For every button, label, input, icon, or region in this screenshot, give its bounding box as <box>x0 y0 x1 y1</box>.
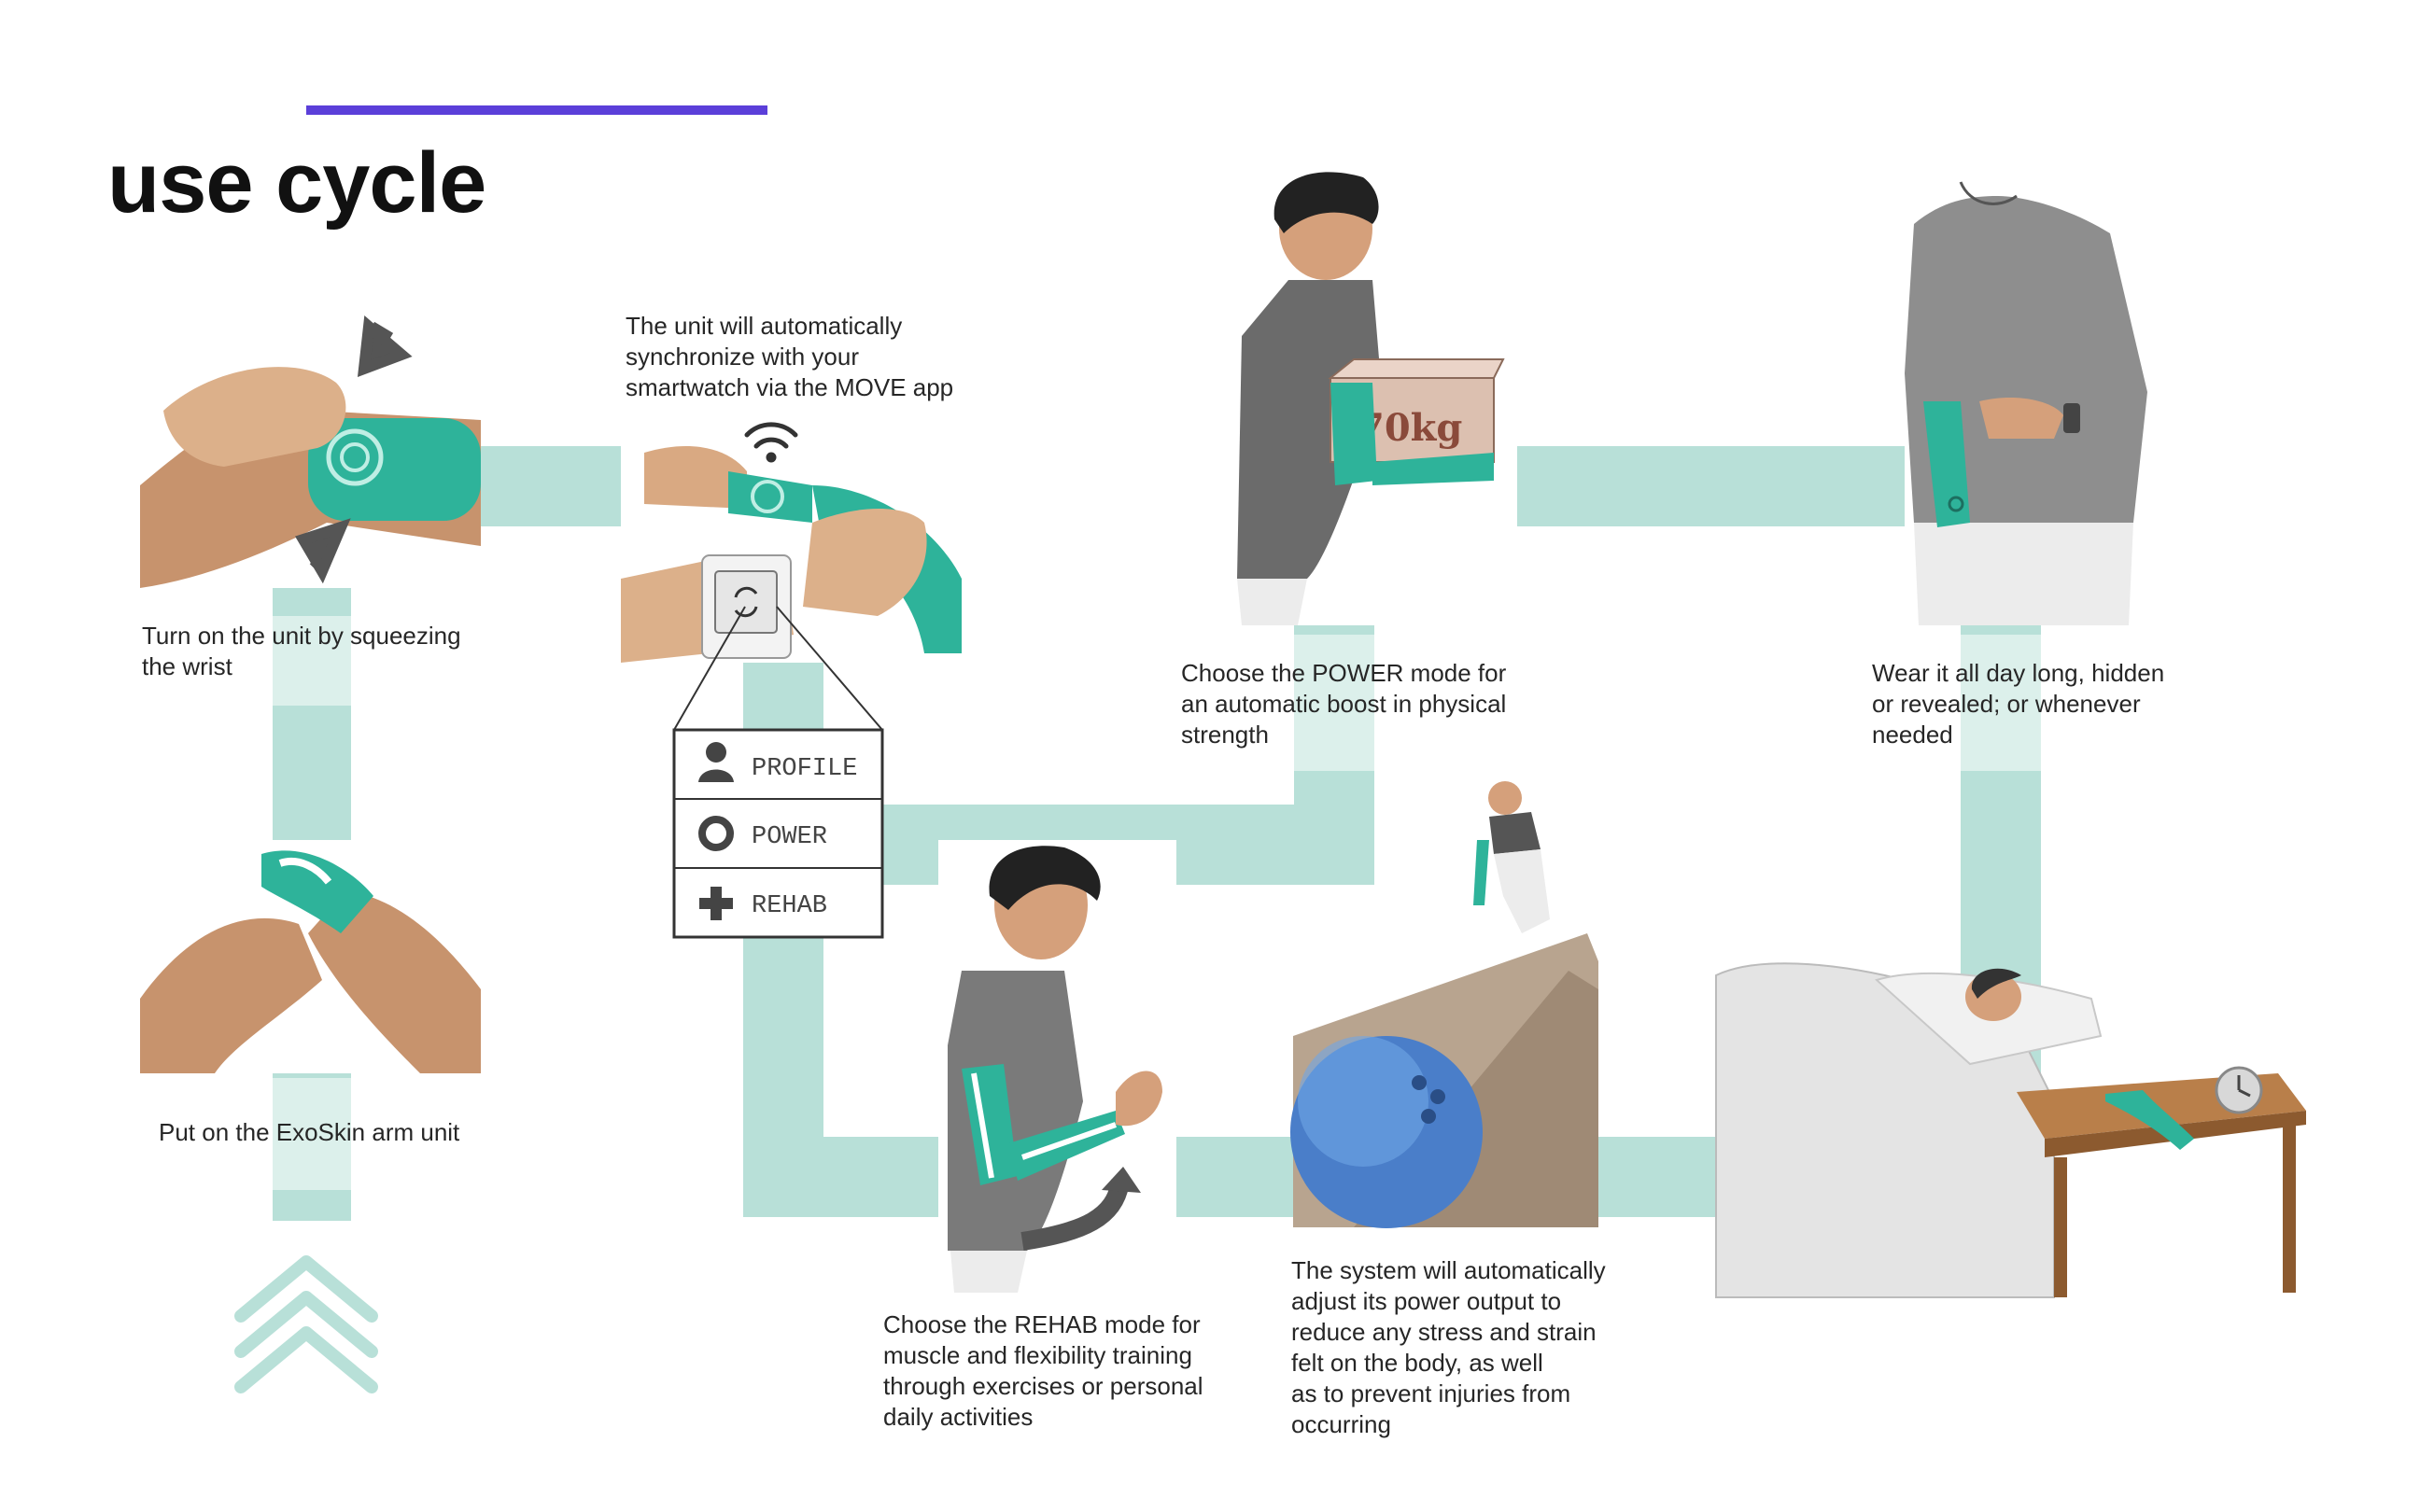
caption-put-on: Put on the ExoSkin arm unit <box>159 1118 460 1146</box>
caption-wear: Wear it all day long, hidden or revealed… <box>1872 659 2165 749</box>
caption-power: Choose the POWER mode for an automatic b… <box>1181 659 1507 749</box>
path-fade <box>1961 635 2041 771</box>
adjust-illustration <box>1290 781 1598 1228</box>
caption-adjust: The system will automatically adjust its… <box>1291 1256 1606 1438</box>
menu-item-rehab: REHAB <box>752 892 827 920</box>
rehab-illustration <box>938 840 1176 1293</box>
mode-menu: PROFILE POWER REHAB <box>672 728 884 939</box>
path-fade <box>273 616 351 706</box>
person-icon <box>698 742 734 782</box>
power-illustration: 70kg <box>1237 168 1517 625</box>
sync-icon <box>734 586 758 618</box>
arrow-up-icon <box>295 518 351 584</box>
ring-icon <box>698 816 734 851</box>
path-fade <box>273 1078 351 1190</box>
arrow-down-icon <box>357 315 413 378</box>
caption-squeeze: Turn on the unit by squeezing the wrist <box>142 622 461 680</box>
box-weight-label: 70kg <box>1358 406 1462 450</box>
menu-item-power: POWER <box>752 823 827 851</box>
clock-icon <box>2215 1066 2263 1114</box>
squeeze-illustration <box>140 315 481 588</box>
caption-rehab: Choose the REHAB mode for muscle and fle… <box>883 1310 1203 1431</box>
path-fade <box>1294 635 1374 771</box>
menu-item-profile: PROFILE <box>752 755 857 783</box>
caption-sync: The unit will automatically synchronize … <box>626 312 954 401</box>
page-title: use cycle <box>107 135 486 231</box>
plus-icon <box>699 887 733 920</box>
wear-illustration <box>1905 168 2147 625</box>
put-on-illustration <box>140 840 481 1073</box>
chevron-up-icon <box>234 1255 378 1393</box>
accent-bar <box>306 105 767 115</box>
bed-illustration <box>1715 962 2306 1298</box>
curved-arrow-icon <box>1020 1167 1141 1251</box>
sync-illustration <box>621 422 962 731</box>
wifi-icon <box>744 422 798 463</box>
